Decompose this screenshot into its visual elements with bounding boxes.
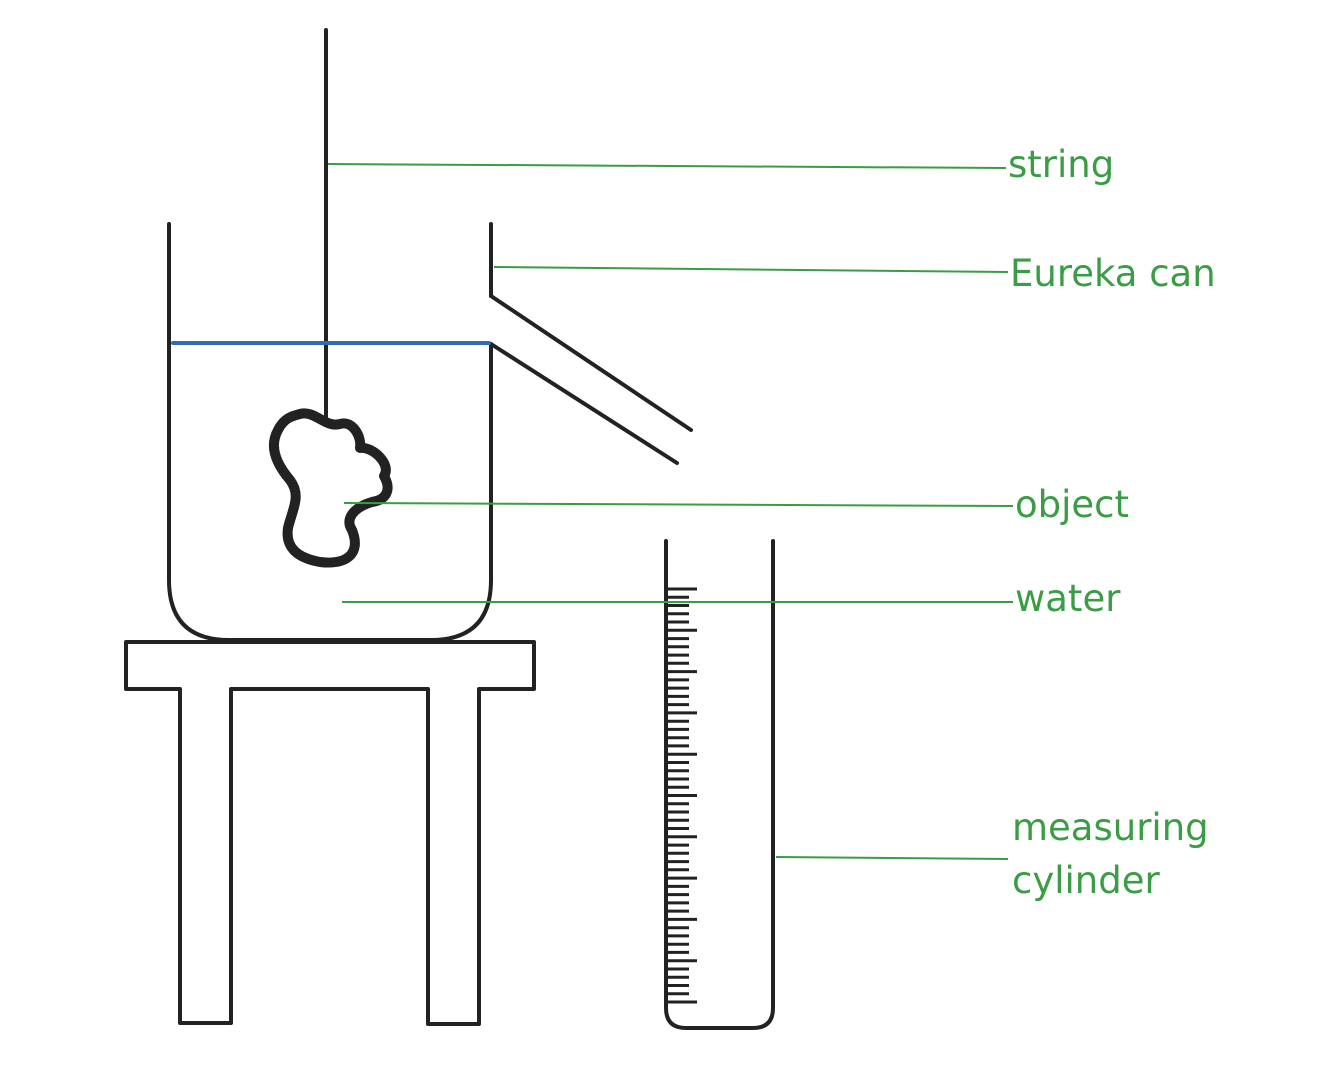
spout-upper [489, 294, 693, 432]
label-measuring-line2: cylinder [1012, 859, 1160, 902]
object [268, 408, 393, 568]
leader-eureka-can [493, 266, 1009, 273]
eureka-can [167, 222, 493, 642]
label-string: string [1008, 143, 1114, 186]
leader-string [327, 163, 1007, 169]
label-eureka-can: Eureka can [1010, 252, 1216, 295]
stand [124, 640, 536, 1026]
label-measuring-line1: measuring [1012, 806, 1209, 849]
leader-measuring-cylinder [775, 856, 1009, 860]
leader-object [343, 502, 1014, 507]
spout-lower [489, 342, 679, 465]
label-object: object [1015, 483, 1129, 526]
label-water: water [1015, 577, 1121, 620]
cylinder-scale [668, 587, 697, 1004]
measuring-cylinder [664, 539, 775, 1030]
